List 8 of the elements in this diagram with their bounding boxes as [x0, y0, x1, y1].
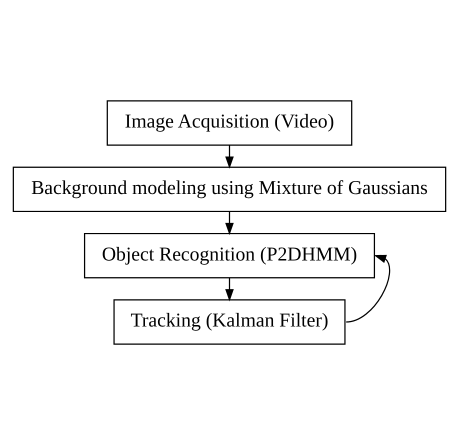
- node-box: Tracking (Kalman Filter): [113, 299, 346, 345]
- arrow: [225, 211, 234, 236]
- arrow: [225, 278, 234, 302]
- node-box: Object Recognition (P2DHMM): [84, 232, 376, 278]
- arrow: [346, 254, 390, 323]
- node-box: Background modeling using Mixture of Gaussians: [12, 166, 446, 212]
- arrow: [225, 145, 234, 169]
- node-box: Image Acquisition (Video): [106, 100, 352, 146]
